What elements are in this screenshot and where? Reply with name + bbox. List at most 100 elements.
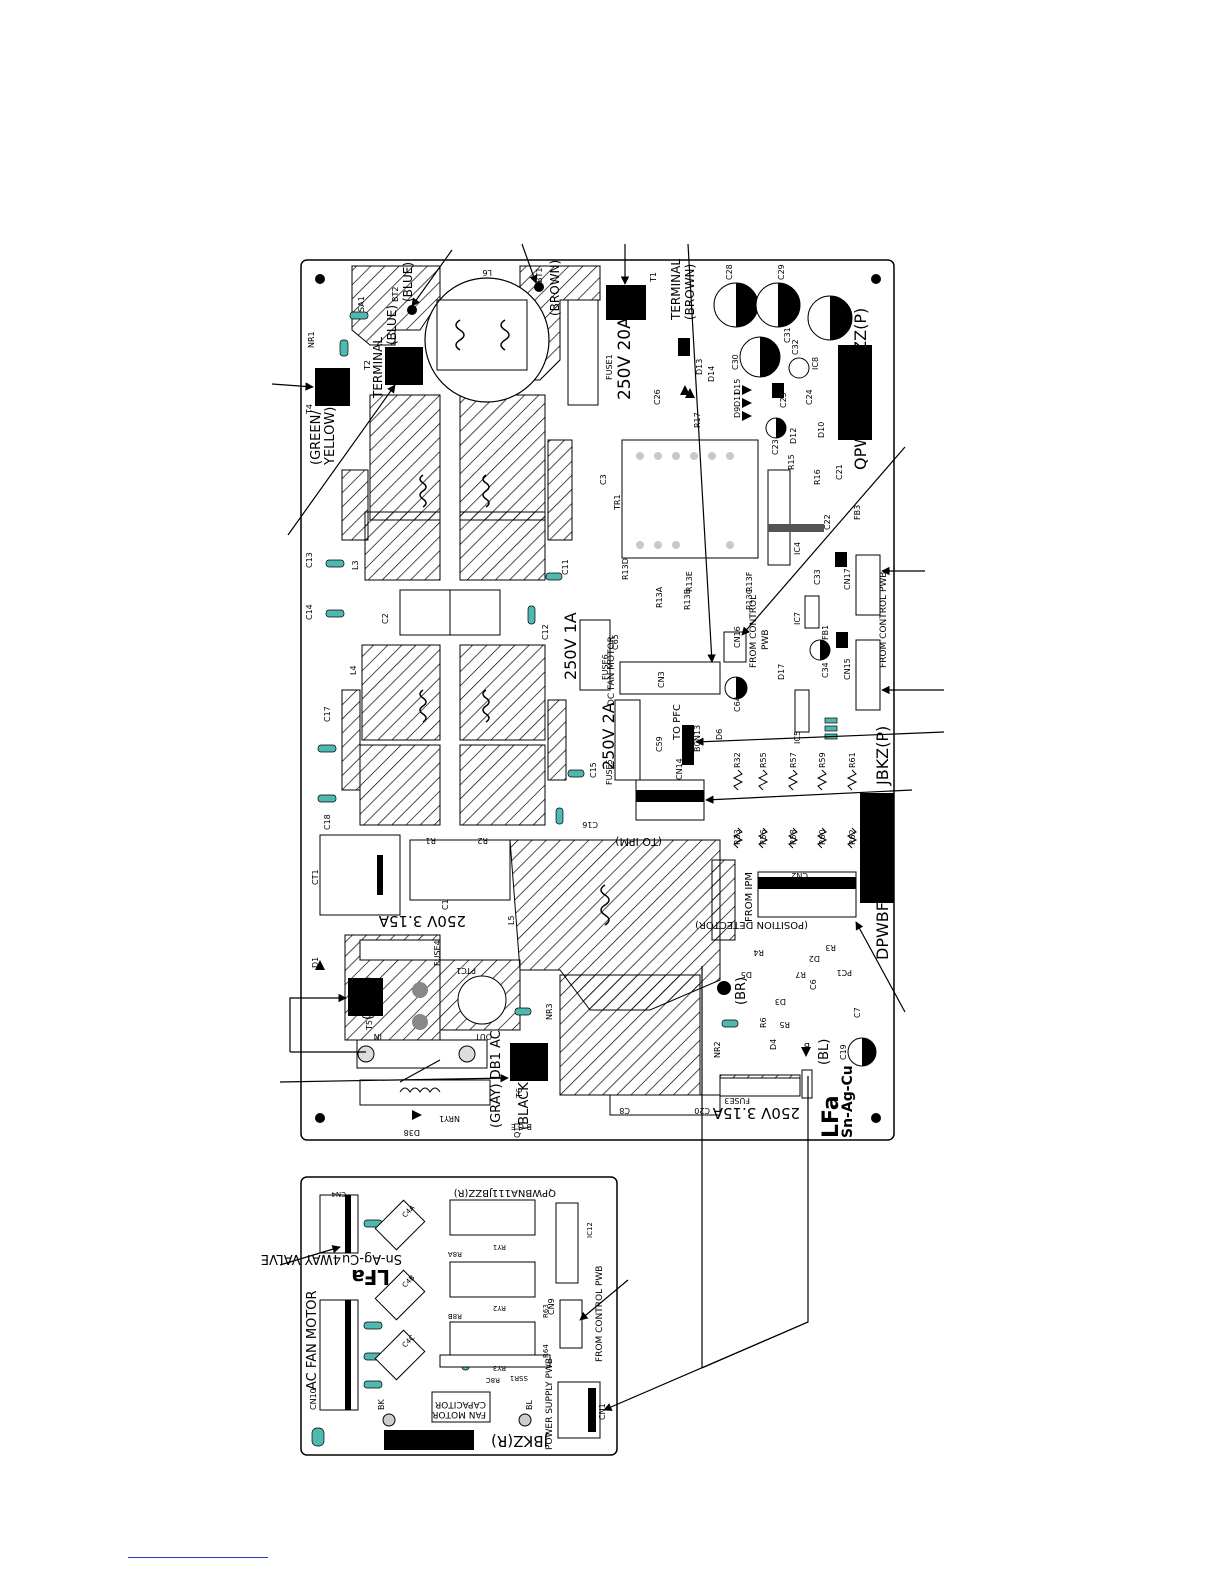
fuse1-rating: 250V 20A xyxy=(615,317,635,400)
label-c1: C1 xyxy=(441,899,450,910)
bt2-id: BT2 xyxy=(391,287,400,302)
main-model-suffix: JBKZ(P) xyxy=(873,726,892,786)
label-ptc1: PTC1 xyxy=(456,966,476,975)
terminal-t1 xyxy=(606,285,646,320)
fuse3-label: FUSE3 xyxy=(724,1096,750,1105)
label-d14: D14 xyxy=(707,366,716,382)
label-r59: R59 xyxy=(818,752,827,768)
label-d13: D13 xyxy=(695,359,704,375)
fuse1-body xyxy=(567,299,599,406)
t4-color-line1: (GREEN/ xyxy=(309,410,324,465)
terminal-t4 xyxy=(315,368,350,406)
t4-color-line2: YELLOW) xyxy=(323,407,338,466)
cn13-id: BCN13 xyxy=(693,725,702,752)
main-board-lettering: 250V 20A FUSE1 TERMINAL (BROWN) T1 (BROW… xyxy=(305,259,892,1138)
bl-label: BL xyxy=(525,1400,534,1410)
t1-color-label: (BROWN) xyxy=(683,264,697,320)
cn9-label: FROM CONTROL PWB xyxy=(595,1266,605,1362)
fuse3-rating: 250V 3.15A xyxy=(712,1104,800,1122)
label-r7: R7 xyxy=(795,970,806,979)
bt1-color-label: (BROWN) xyxy=(548,260,562,316)
label-r8c: R8C xyxy=(486,1376,500,1384)
cn15-cn17-label: FROM CONTROL PWB xyxy=(879,572,889,668)
sub-leadfree-mark: LFa xyxy=(351,1265,390,1289)
resistor-array xyxy=(732,769,858,849)
label-nr1: NR1 xyxy=(307,331,316,348)
bt1-id: BT1 xyxy=(535,268,544,283)
cn3-label: DC FAN MOTOR xyxy=(607,636,617,706)
label-c17: C17 xyxy=(323,706,332,722)
transformer-tr1 xyxy=(621,439,759,559)
t6-color-label: (BLACK) xyxy=(517,1077,532,1130)
label-ry2: RY2 xyxy=(493,1304,506,1312)
label-r32: R32 xyxy=(733,752,742,768)
label-c22: C22 xyxy=(823,514,832,530)
mount-hole-tr xyxy=(871,274,881,284)
label-ic12: IC12 xyxy=(586,1222,594,1238)
label-c33: C33 xyxy=(813,569,822,585)
label-cn3: CN3 xyxy=(657,671,666,688)
main-model-prefix: DPWBF xyxy=(873,902,892,960)
label-r13e: R13E xyxy=(685,571,694,592)
cn1-id: CN1 xyxy=(598,1403,607,1420)
label-r5: R5 xyxy=(779,1020,790,1029)
sub-model-prefix: DPWBF xyxy=(416,1432,470,1450)
cn9-id: CN9 xyxy=(547,1298,556,1315)
terminal-t6 xyxy=(510,1043,548,1081)
cn10-label: AC FAN MOTOR xyxy=(305,1290,320,1390)
label-r13b: R13B xyxy=(683,589,692,610)
main-leadfree-mark: LFa xyxy=(819,1095,844,1138)
label-r8a: R8A xyxy=(448,1250,462,1258)
label-r1: R1 xyxy=(425,836,436,845)
label-c18: C18 xyxy=(323,814,332,830)
cn16-label-2: PWB xyxy=(761,629,771,650)
cn2-id: CN2 xyxy=(791,871,808,880)
cn1-label: POWER SUPPLY PWB xyxy=(545,1358,555,1450)
label-c34: C34 xyxy=(821,662,830,678)
bk-label: BK xyxy=(377,1399,386,1410)
ic12 xyxy=(555,1202,579,1284)
mount-hole-tl xyxy=(315,274,325,284)
label-c23: C23 xyxy=(771,439,780,455)
connector-cn17 xyxy=(855,554,881,616)
label-c15: C15 xyxy=(589,762,598,778)
label-c25: C25 xyxy=(779,392,788,408)
terminal-t2 xyxy=(385,347,423,385)
fan-motor-capacitor-label-box xyxy=(431,1391,491,1423)
label-ssr1: SSR1 xyxy=(510,1374,528,1382)
main-solder-alloy: Sn-Ag-Cu xyxy=(840,1065,856,1138)
cn4-id: CN4 xyxy=(331,1190,346,1198)
label-r60: R60 xyxy=(818,829,827,845)
label-c27: C27 xyxy=(843,309,852,325)
label-d17: D17 xyxy=(777,664,786,680)
label-c8: C8 xyxy=(619,1106,630,1115)
label-r58: R58 xyxy=(789,829,798,845)
label-d10: D10 xyxy=(817,422,826,438)
label-r3: R3 xyxy=(825,943,836,952)
label-d38: D38 xyxy=(404,1128,420,1137)
label-r16: R16 xyxy=(813,469,822,485)
label-c21: C21 xyxy=(835,464,844,480)
mount-hole-bl xyxy=(315,1113,325,1123)
connector-cn3 xyxy=(619,661,721,695)
label-c2: C2 xyxy=(381,613,390,624)
label-r55: R55 xyxy=(759,752,768,768)
ct1 xyxy=(319,834,401,916)
label-r63: R63 xyxy=(542,1304,550,1318)
fuse6-body xyxy=(579,619,611,691)
label-c7: C7 xyxy=(853,1007,862,1018)
label-r13d: R13D xyxy=(621,558,630,580)
label-q11-pins: B C E xyxy=(511,1122,532,1131)
fuse1-label: FUSE1 xyxy=(605,354,614,380)
fuse4-rating: 250V 3.15A xyxy=(378,912,466,930)
fuse5-rating: 250V 2A xyxy=(599,702,618,770)
connector-cn9 xyxy=(559,1299,583,1349)
label-c3: C3 xyxy=(599,474,608,485)
cn16-label-1: FROM CONTROL xyxy=(749,595,759,668)
label-l4: L4 xyxy=(349,665,358,675)
fuse5-body xyxy=(614,699,641,781)
label-d15: D15 xyxy=(733,379,742,395)
cn14-id: CN14 xyxy=(675,758,684,780)
label-c28: C28 xyxy=(725,264,734,280)
label-nr2: NR2 xyxy=(713,1041,722,1058)
